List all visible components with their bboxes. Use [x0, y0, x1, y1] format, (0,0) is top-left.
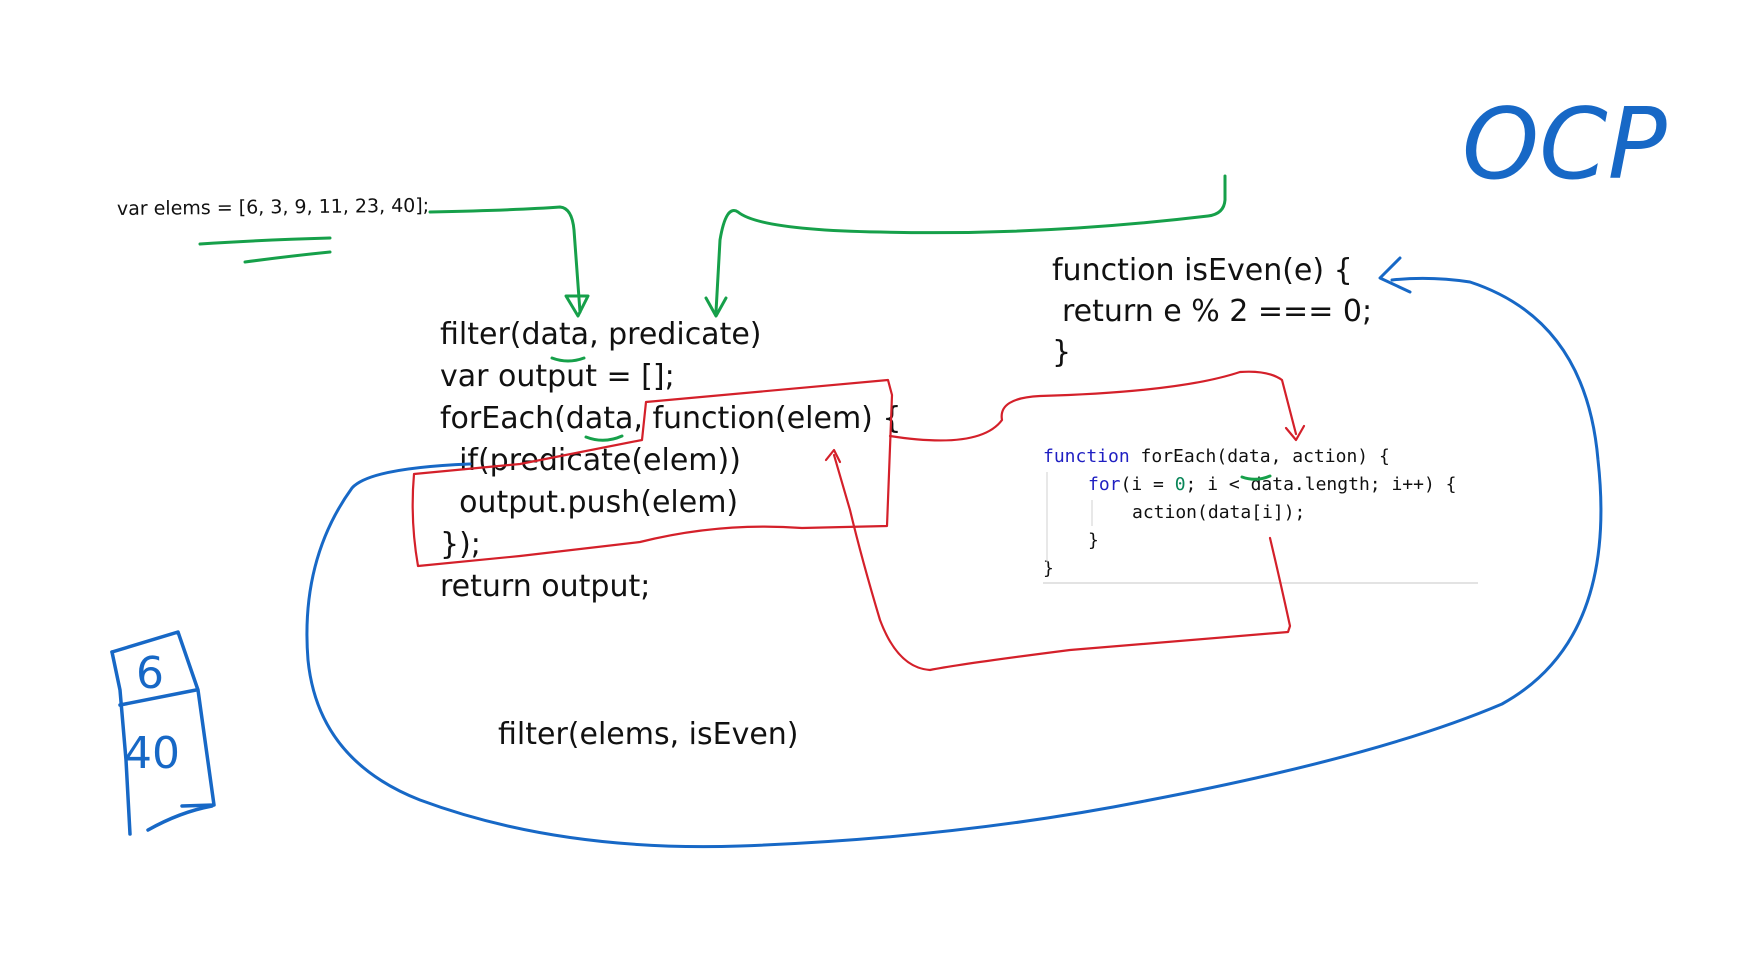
iseven-bracket	[714, 174, 1227, 314]
for-init: (i =	[1121, 474, 1175, 495]
output-push: output.push(elem)	[440, 485, 738, 520]
return-output: return output;	[440, 569, 650, 604]
is-even-signature: function isEven(e) {	[1052, 253, 1353, 288]
foreach-line-5: }	[1043, 558, 1054, 579]
elems-to-data-arrow	[428, 205, 582, 314]
callback-arrowhead	[824, 448, 842, 464]
result-value-first: 6	[136, 648, 164, 699]
elems-declaration: var elems = [6, 3, 9, 11, 23, 40];	[117, 195, 429, 220]
ocp-title: OCP	[1462, 88, 1667, 202]
red-annotations	[411, 370, 1306, 672]
output-declaration: var output = [];	[440, 359, 675, 394]
call-loop-arrowhead	[1378, 256, 1412, 294]
foreach-arrowhead	[1284, 424, 1306, 442]
foreach-signature-rest: forEach(data, action) {	[1130, 446, 1390, 467]
iseven-to-predicate-arrowhead	[704, 296, 728, 318]
filter-call: filter(elems, isEven)	[498, 717, 799, 752]
filter-function-code: filter(data, predicate) var output = [];…	[440, 317, 902, 604]
for-condition: ; i < data.length; i++) {	[1186, 474, 1457, 495]
result-array-box	[110, 630, 216, 836]
is-even-return: return e % 2 === 0;	[1062, 294, 1372, 329]
for-keyword: for	[1088, 474, 1121, 495]
if-predicate: if(predicate(elem))	[440, 443, 741, 478]
green-annotations	[428, 174, 1272, 481]
data-underline-2	[584, 434, 624, 442]
result-value-second: 40	[124, 728, 180, 779]
data-underline-3	[1240, 474, 1272, 481]
foreach-line-4: }	[1088, 530, 1099, 551]
for-zero: 0	[1175, 474, 1186, 495]
call-loop-arrow	[305, 276, 1603, 849]
elems-arrowhead	[564, 294, 590, 318]
foreach-close: });	[440, 527, 481, 562]
action-back-to-callback	[832, 453, 1292, 672]
foreach-line-2: for(i = 0; i < data.length; i++) {	[1088, 474, 1456, 495]
data-underline-1	[550, 356, 586, 363]
is-even-close: }	[1052, 335, 1071, 370]
foreach-call: forEach(data, function(elem) {	[440, 401, 902, 436]
foreach-line-1: function forEach(data, action) {	[1043, 446, 1390, 467]
foreach-line-3: action(data[i]);	[1132, 502, 1305, 523]
callback-to-foreach-arrow	[888, 370, 1298, 442]
elems-underline	[198, 236, 332, 264]
callback-box	[411, 378, 894, 568]
foreach-function-keyword: function	[1043, 446, 1130, 467]
is-even-function-code: function isEven(e) { return e % 2 === 0;…	[1052, 253, 1372, 370]
foreach-code-snippet: function forEach(data, action) { for(i =…	[1043, 446, 1478, 584]
filter-signature: filter(data, predicate)	[440, 317, 762, 352]
blue-annotations	[305, 256, 1603, 849]
